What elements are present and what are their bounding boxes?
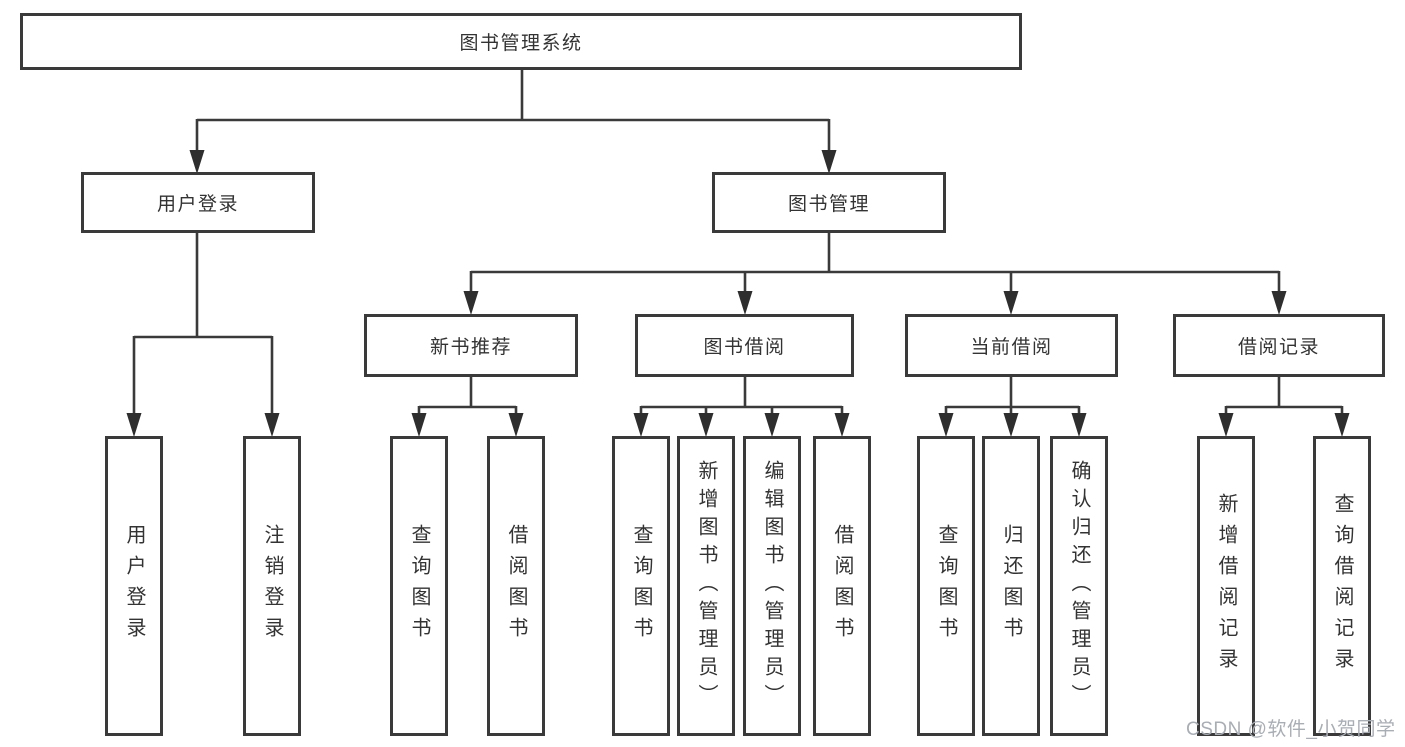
node-label: 查询图书 xyxy=(630,524,652,648)
node-label: 新增借阅记录 xyxy=(1215,493,1237,679)
node-label: 用户登录 xyxy=(156,194,239,215)
arrowhead-icon xyxy=(189,150,205,174)
leaf-query-books-recommend: 查询图书 xyxy=(390,436,448,736)
node-book-management: 图书管理 xyxy=(712,172,946,233)
node-label: 用户登录 xyxy=(123,524,145,648)
leaf-add-book-admin: 新增图书（管理员） xyxy=(677,436,735,736)
arrowhead-icon xyxy=(1003,413,1019,437)
connector-root-to-level2 xyxy=(189,69,837,174)
arrowhead-icon xyxy=(126,413,142,437)
node-label: 当前借阅 xyxy=(970,337,1053,358)
connector-book-management-to-level3 xyxy=(463,233,1287,315)
node-label: 借阅记录 xyxy=(1237,337,1320,358)
arrowhead-icon xyxy=(1218,413,1234,437)
arrowhead-icon xyxy=(764,413,780,437)
node-label: 确认归还（管理员） xyxy=(1068,460,1090,712)
node-label: 查询图书 xyxy=(935,524,957,648)
arrowhead-icon xyxy=(633,413,649,437)
node-new-book-recommend: 新书推荐 xyxy=(364,314,578,377)
node-label: 借阅图书 xyxy=(505,524,527,648)
arrowhead-icon xyxy=(264,413,280,437)
node-label: 图书管理 xyxy=(787,194,870,215)
node-current-borrow: 当前借阅 xyxy=(905,314,1118,377)
node-borrow-records: 借阅记录 xyxy=(1173,314,1385,377)
node-book-borrow: 图书借阅 xyxy=(635,314,854,377)
arrowhead-icon xyxy=(834,413,850,437)
node-label: 新增图书（管理员） xyxy=(695,460,717,712)
connector-current-borrow-to-leaves xyxy=(938,377,1087,437)
node-label: 新书推荐 xyxy=(429,337,512,358)
arrowhead-icon xyxy=(463,291,479,315)
connector-borrow-records-to-leaves xyxy=(1218,377,1350,437)
arrowhead-icon xyxy=(508,413,524,437)
leaf-user-login: 用户登录 xyxy=(105,436,163,736)
leaf-logout: 注销登录 xyxy=(243,436,301,736)
leaf-query-books-current: 查询图书 xyxy=(917,436,975,736)
arrowhead-icon xyxy=(698,413,714,437)
arrowhead-icon xyxy=(1071,413,1087,437)
arrowhead-icon xyxy=(821,150,837,174)
node-label: 注销登录 xyxy=(261,524,283,648)
arrowhead-icon xyxy=(411,413,427,437)
leaf-query-books-borrow: 查询图书 xyxy=(612,436,670,736)
node-label: 查询图书 xyxy=(408,524,430,648)
csdn-watermark: CSDN @软件_小贺同学 xyxy=(1186,719,1396,740)
node-library-system: 图书管理系统 xyxy=(20,13,1022,70)
leaf-edit-book-admin: 编辑图书（管理员） xyxy=(743,436,801,736)
connector-user-login-to-leaves xyxy=(126,233,280,437)
leaf-add-borrow-record: 新增借阅记录 xyxy=(1197,436,1255,736)
node-label: 借阅图书 xyxy=(831,524,853,648)
leaf-confirm-return-admin: 确认归还（管理员） xyxy=(1050,436,1108,736)
leaf-borrow-books: 借阅图书 xyxy=(813,436,871,736)
node-label: 归还图书 xyxy=(1000,524,1022,648)
node-label: 图书管理系统 xyxy=(459,33,583,54)
node-label: 图书借阅 xyxy=(703,337,786,358)
arrowhead-icon xyxy=(1334,413,1350,437)
connector-book-borrow-to-leaves xyxy=(633,377,850,437)
arrowhead-icon xyxy=(1271,291,1287,315)
connector-new-book-to-leaves xyxy=(411,377,524,437)
leaf-query-borrow-record: 查询借阅记录 xyxy=(1313,436,1371,736)
leaf-return-books: 归还图书 xyxy=(982,436,1040,736)
arrowhead-icon xyxy=(737,291,753,315)
leaf-borrow-books-recommend: 借阅图书 xyxy=(487,436,545,736)
node-label: 查询借阅记录 xyxy=(1331,493,1353,679)
arrowhead-icon xyxy=(1003,291,1019,315)
arrowhead-icon xyxy=(938,413,954,437)
node-user-login: 用户登录 xyxy=(81,172,315,233)
node-label: 编辑图书（管理员） xyxy=(761,460,783,712)
